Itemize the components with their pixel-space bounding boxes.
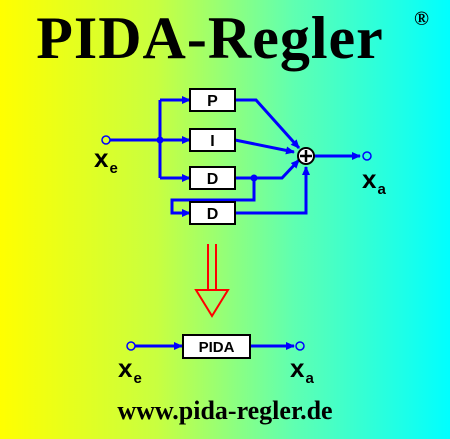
input-symbol-bottom: xe — [118, 353, 142, 387]
registered-mark: ® — [414, 8, 429, 30]
junction-dot-bus — [156, 136, 164, 144]
block-d1-label: D — [207, 171, 219, 188]
block-i-label: I — [210, 133, 214, 150]
block-pida-label: PIDA — [199, 339, 235, 356]
output-symbol-bottom: xa — [290, 353, 314, 387]
input-symbol-top: xe — [94, 143, 118, 177]
top-wiring — [101, 96, 372, 217]
block-i: I — [189, 128, 236, 152]
transform-arrow — [194, 244, 230, 318]
block-pida: PIDA — [182, 334, 251, 359]
input-terminal-small — [126, 341, 136, 351]
block-d2: D — [189, 201, 236, 225]
output-terminal — [362, 151, 372, 161]
junction-dot-d — [250, 174, 258, 182]
block-p: P — [189, 88, 236, 112]
output-symbol-top: xa — [362, 164, 386, 198]
bottom-wiring — [126, 341, 305, 351]
block-d1: D — [189, 166, 236, 190]
page-title: PIDA-Regler — [36, 5, 384, 71]
output-terminal-small — [295, 341, 305, 351]
block-d2-label: D — [207, 206, 219, 223]
summing-point — [297, 147, 315, 165]
block-p-label: P — [207, 93, 218, 110]
website-url: www.pida-regler.de — [117, 396, 333, 425]
